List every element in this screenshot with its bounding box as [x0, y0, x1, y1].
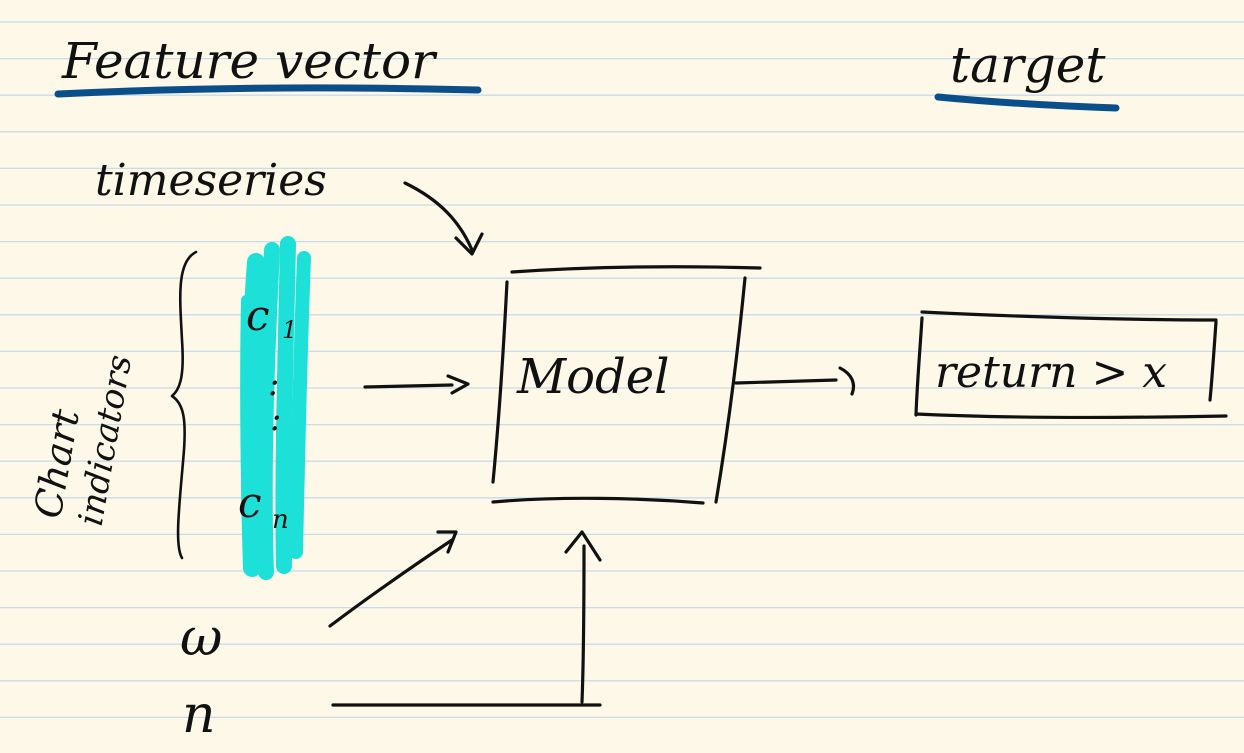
model-box — [491, 265, 762, 505]
features-to-model-arrow — [363, 383, 454, 389]
model-box-bottom — [491, 496, 705, 505]
chart-indicators-label: Chart indicators — [26, 352, 141, 529]
cn-subscript: n — [272, 505, 289, 535]
timeseries-arrow — [403, 181, 474, 252]
cn-label: c — [238, 478, 262, 527]
feature-vector-heading: Feature vector — [61, 32, 438, 90]
target-underline — [934, 93, 1120, 112]
model-box-left — [491, 280, 509, 484]
highlight-stroke — [256, 242, 280, 580]
w-label: ω — [180, 608, 222, 668]
c1-label: c — [246, 291, 270, 340]
highlight-scribble — [240, 236, 311, 580]
highlight-stroke — [289, 251, 311, 559]
feature-vector-underline — [54, 84, 482, 98]
n-label: n — [182, 685, 216, 745]
c-dots-lower: : — [270, 399, 281, 439]
model-box-top — [510, 265, 762, 274]
w-arrow — [328, 538, 454, 628]
c-dots-upper: : — [268, 364, 279, 404]
output-box — [914, 310, 1228, 419]
target-heading: target — [950, 36, 1106, 94]
features-arrowhead — [446, 374, 470, 395]
model-output-arrowhead — [838, 366, 856, 396]
output-box-left — [914, 316, 924, 417]
model-to-output-arrow — [734, 378, 838, 385]
n-arrowhead — [564, 530, 602, 562]
timeseries-arrowhead — [454, 232, 484, 256]
n-arrow-vertical — [580, 544, 586, 704]
model-box-right — [714, 276, 747, 504]
highlight-stroke — [240, 295, 253, 561]
output-box-right — [1208, 320, 1218, 402]
curly-brace — [170, 250, 198, 560]
timeseries-label: timeseries — [95, 155, 327, 206]
w-arrowhead — [436, 530, 458, 554]
c1-subscript: 1 — [282, 316, 297, 344]
model-label: Model — [516, 349, 670, 405]
output-label: return > x — [935, 347, 1167, 398]
output-box-top — [920, 310, 1218, 322]
highlight-stroke — [275, 236, 296, 574]
output-box-bottom — [914, 412, 1228, 419]
